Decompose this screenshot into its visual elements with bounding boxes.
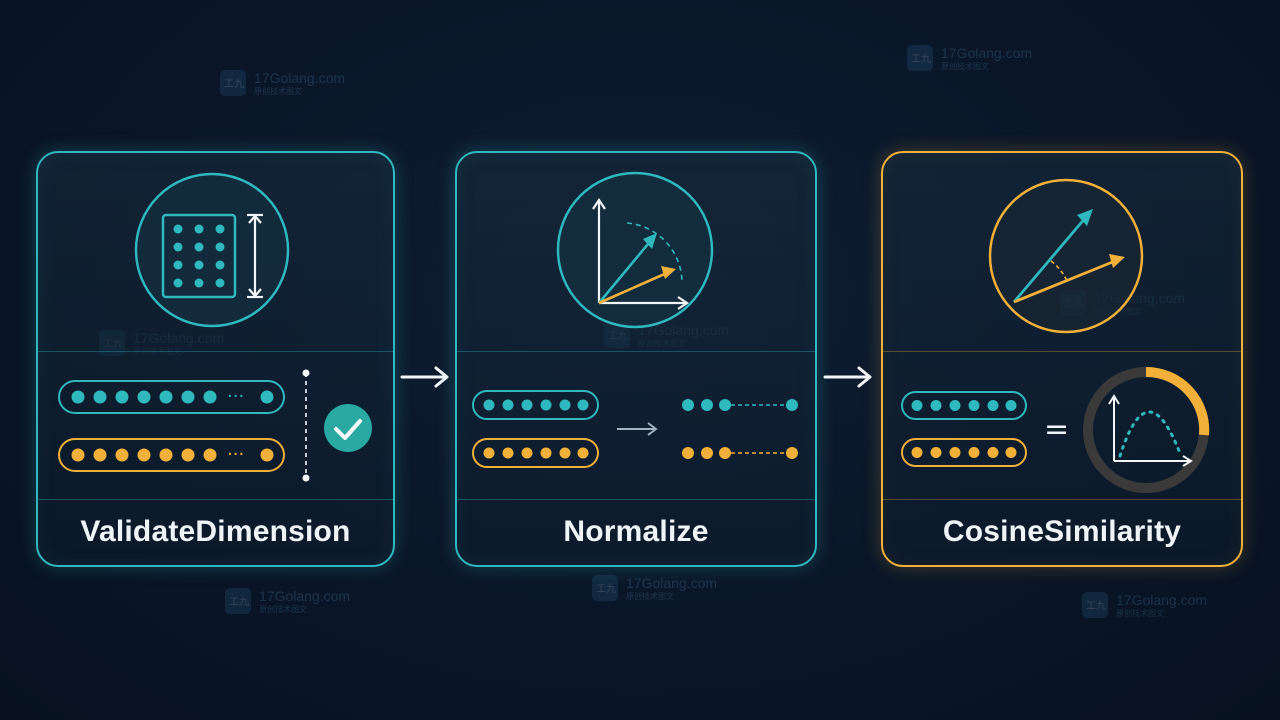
icon-circle [556,171,714,329]
vector-pill-teal [58,380,285,414]
vector-angle-icon [1012,209,1125,304]
icon-circle [134,172,290,328]
matrix-frame [161,213,237,299]
vector-pill-teal [901,391,1027,420]
similarity-gauge-icon [1083,366,1210,493]
step-card-cosine-similarity: = CosineSimilarity [881,151,1243,567]
step-title: Normalize [563,515,709,548]
transform-arrow-icon [617,422,658,436]
watermark-logo-icon: 工九 [592,575,618,601]
step-card-normalize: Normalize [455,151,817,567]
unit-vector-teal [682,399,798,411]
vector-pill-gold [472,438,599,468]
step-title: CosineSimilarity [942,515,1182,548]
watermark-logo-icon: 工九 [907,45,933,71]
equals-sign: = [1044,412,1069,447]
step-title: ValidateDimension [80,515,351,548]
cosine-illustration: = [901,178,1210,493]
length-measure-line [302,369,310,482]
unit-vector-gold [682,447,798,459]
step-card-validate-dimension: ··· ··· ValidateDime [36,151,395,567]
card-divider [457,351,815,352]
watermark-logo-icon: 工九 [1082,592,1108,618]
flow-arrow-icon [400,366,449,388]
ellipsis-gold: ··· [227,444,244,465]
card-divider [38,351,393,352]
grid-matrix-icon [161,213,237,299]
ellipsis-teal: ··· [227,386,244,407]
normalize-illustration [472,171,798,468]
matrix-dots [173,224,225,288]
check-icon [324,404,372,452]
watermark-logo-icon: 工九 [225,588,251,614]
watermark-logo-icon: 工九 [220,70,246,96]
vector-pill-gold [58,438,285,472]
validate-illustration: ··· ··· [58,172,372,482]
flow-arrow-icon [823,366,872,388]
card-divider [38,499,393,500]
vector-pill-gold [901,438,1027,467]
card-divider [883,351,1241,352]
dimension-arrow-icon [247,213,263,299]
card-divider [883,499,1241,500]
vector-normalize-icon [592,198,689,310]
card-divider [457,499,815,500]
icon-circle [988,178,1144,334]
vector-pill-teal [472,390,599,420]
